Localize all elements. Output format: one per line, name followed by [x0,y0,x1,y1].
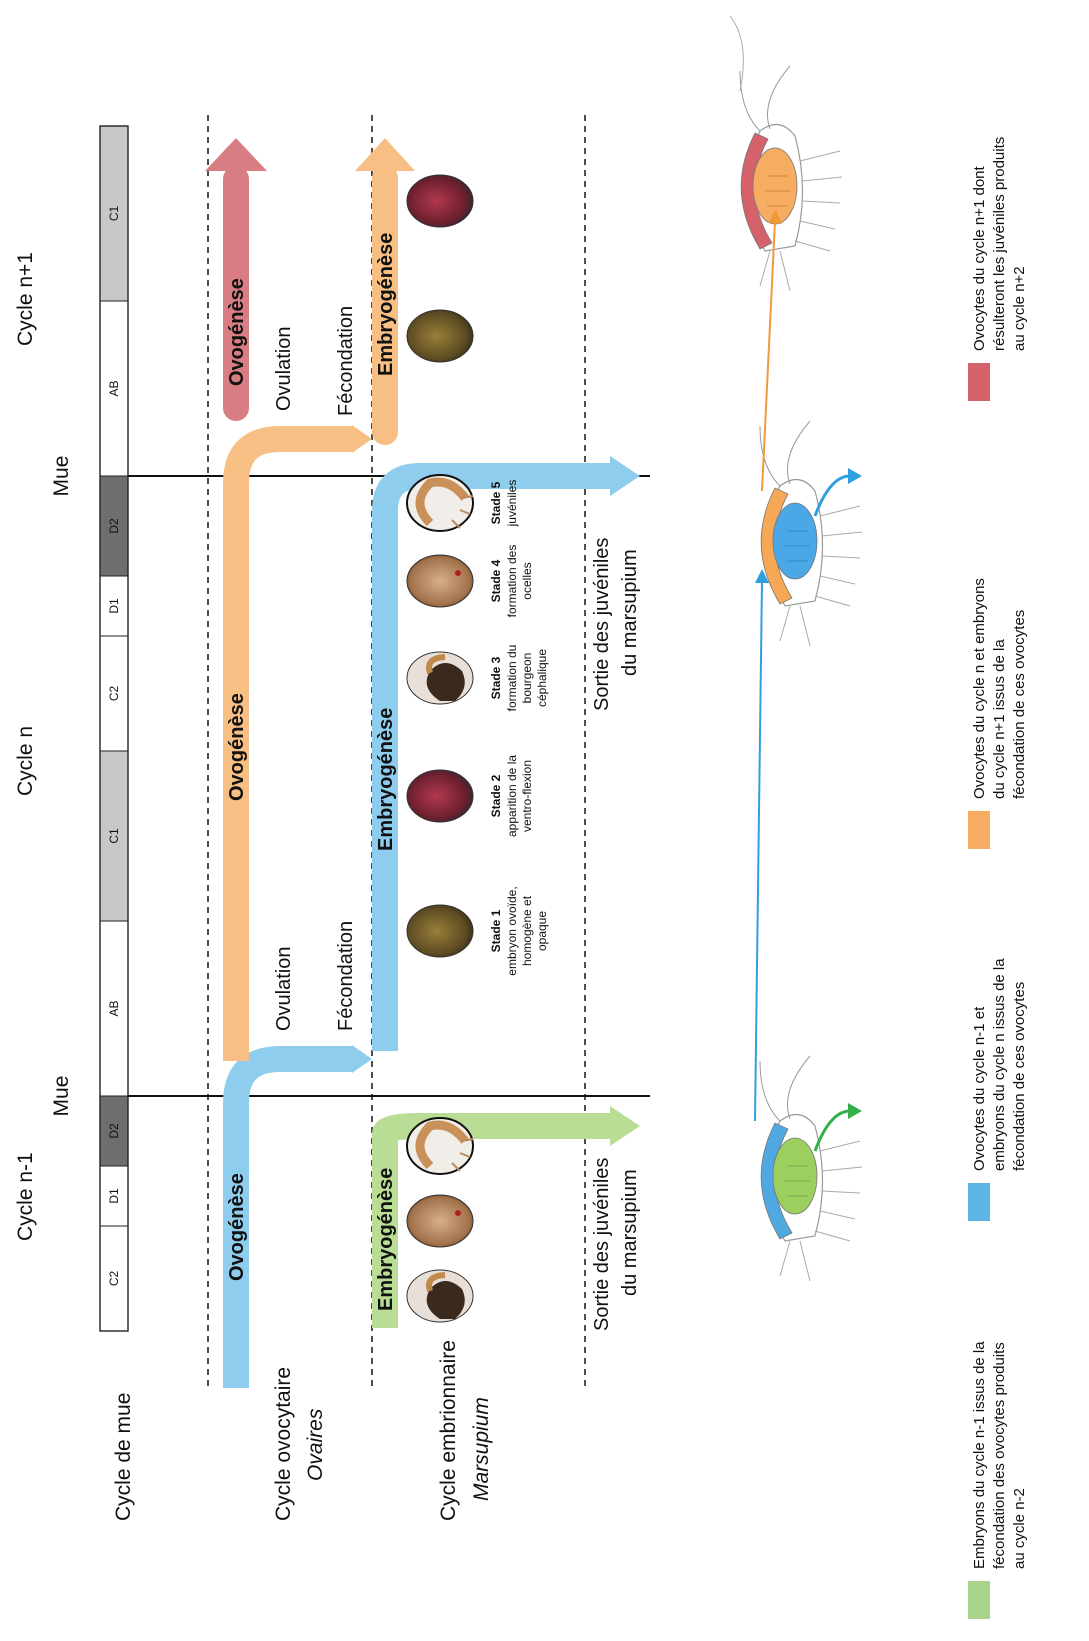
egg-cycle-n-stage3 [406,651,474,705]
legend-text-line: Ovocytes du cycle n-1 et [971,1006,988,1171]
egg-cycle-n-1-stage4 [406,1194,474,1248]
moult-segment-label: D1 [107,1188,121,1204]
ovogenese-arrow-orange-head [352,425,372,453]
embryogenese-arrow-blue [372,463,610,1051]
link-blue-head [755,569,769,583]
moult-bar-border [99,125,129,1332]
legend-text-line: fécondation de ces ovocytes [1011,610,1028,799]
ovogenese-arrow-red-head [205,138,267,171]
sortie-label-2-line2: du marsupium [619,549,641,676]
gammarid-1 [759,1055,863,1282]
sortie-label-2-line1: Sortie des juvéniles [591,538,613,711]
fecondation-label-1: Fécondation [335,921,357,1031]
stage-title: Stade 2 [489,774,503,817]
moult-segment-label: AB [107,1000,121,1016]
ovogenese-arrow-red [223,166,249,421]
stage-description-line: bourgeon [520,653,534,704]
cycle-label-n+1: Cycle n+1 [14,252,37,346]
legend-swatch [968,811,990,849]
egg-cycle-n-1-stage5 [406,1117,474,1175]
stage-description-line: ventro-flexion [520,760,534,832]
ovogenese-arrow-orange [223,426,352,1061]
sortie-label-1-line2: du marsupium [619,1169,641,1296]
legend-swatch [968,363,990,401]
moult-segment-label: D1 [107,598,121,614]
egg-cycle-n-1-stage3 [406,1269,474,1323]
stage-description-line: opaque [535,911,549,951]
egg-cycle-n-stage4 [406,554,474,608]
stage-title: Stade 5 [489,481,503,524]
legend-swatch [968,1581,990,1619]
stage-title: Stade 4 [489,559,503,602]
mue-label-2: Mue [50,456,73,497]
legend-text-line: fécondation de ces ovocytes [1011,982,1028,1171]
stage-description-line: embryon ovoïde, [505,886,519,975]
stage-description-line: ocelles [520,562,534,599]
embryogenese-arrow-orange-head [355,138,415,171]
ovogenese-arrow-blue-head [352,1045,372,1073]
moult-segment-label: AB [107,380,121,396]
cycle-label-n: Cycle n [14,726,37,796]
cycle-label-n-1: Cycle n-1 [14,1152,37,1241]
stage-description-line: juvéniles [505,480,519,528]
stage-description-line: apparition de la [505,755,519,837]
stage-description-line: homogène et [520,895,534,966]
link-orange-head [768,209,782,224]
legend-text-line: du cycle n+1 issus de la [991,639,1008,799]
legend-text-line: au cycle n-2 [1011,1488,1028,1569]
row-label-embryo: Cycle embrionnaire [437,1340,460,1521]
gammarid-2 [759,420,863,647]
embryogenese-label-3: Embryogénèse [375,233,397,376]
gammarid-3 [729,15,843,292]
moult-segment-label: C1 [107,828,121,844]
moult-segment-label: C2 [107,686,121,702]
egg-cycle-n+1-stage1 [406,309,474,363]
embryogenese-label-1: Embryogénèse [375,1168,397,1311]
moult-segment-label: D2 [107,518,121,534]
ovogenese-label-1: Ovogénèse [226,1173,248,1281]
link-blue [754,580,763,1122]
ovulation-label-1: Ovulation [273,947,295,1032]
embryogenese-arrow-orange [372,165,398,445]
legend-text-line: résulteront les juvéniles produits [991,137,1008,351]
egg-cycle-n-stage1 [406,904,474,958]
legend-text-line: Embryons du cycle n-1 issus de la [971,1341,988,1569]
legend-text-line: embryons du cycle n issus de la [991,958,1008,1171]
ovulation-label-2: Ovulation [273,327,295,412]
stage-description-line: formation du [505,645,519,712]
egg-cycle-n+1-stage2 [406,174,474,228]
ovogenese-label-3: Ovogénèse [226,278,248,386]
stage-description-line: formation des [505,545,519,618]
row-label-ovaires: Ovaires [304,1408,327,1481]
legend-text-line: fécondation des ovocytes produits [991,1342,1008,1569]
link-orange [761,220,776,492]
egg-cycle-n-stage5 [406,474,474,532]
legend-text-line: Ovocytes du cycle n+1 dont [971,165,988,351]
egg-cycle-n-stage2 [406,769,474,823]
ovogenese-label-2: Ovogénèse [226,693,248,801]
ovogenese-arrow-blue [223,1046,352,1388]
stage-title: Stade 1 [489,909,503,952]
moult-segment-label: C1 [107,206,121,222]
fecondation-label-2: Fécondation [335,306,357,416]
mue-label-1: Mue [50,1076,73,1117]
legend-text-line: Ovocytes du cycle n et embryons [971,578,988,799]
stage-title: Stade 3 [489,656,503,699]
legend-swatch [968,1183,990,1221]
stage-description-line: céphalique [535,649,549,707]
sortie-label-1-line1: Sortie des juvéniles [591,1158,613,1331]
row-label-marsupium: Marsupium [470,1397,493,1501]
moult-segment-label: C2 [107,1271,121,1287]
embryogenese-arrow-green-head [610,1106,640,1146]
row-label-ovocyte: Cycle ovocytaire [272,1367,295,1521]
legend-text-line: au cycle n+2 [1011,266,1028,351]
row-label-mue: Cycle de mue [112,1393,135,1521]
embryogenese-label-2: Embryogénèse [375,708,397,851]
moult-segment-label: D2 [107,1123,121,1139]
embryogenese-arrow-blue-head [610,456,640,496]
